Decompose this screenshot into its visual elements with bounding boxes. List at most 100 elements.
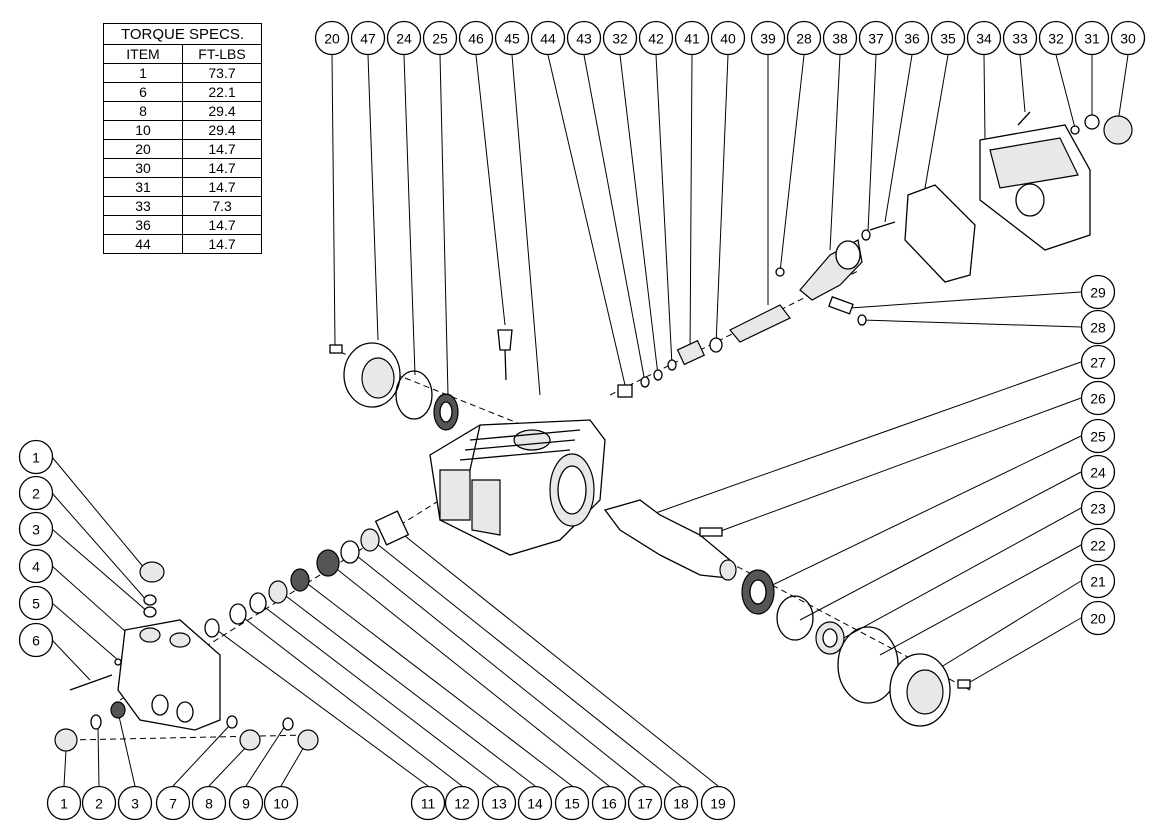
callout-label: 3 — [131, 796, 139, 812]
callout-label: 46 — [468, 31, 484, 47]
callout-label: 32 — [612, 31, 628, 47]
callout-right-21: 21 — [1080, 563, 1116, 599]
callout-top-44: 44 — [530, 20, 566, 56]
callout-circle — [481, 785, 517, 821]
callout-circle — [530, 20, 566, 56]
callout-circle — [1080, 527, 1116, 563]
pump-parts — [54, 111, 1133, 752]
callout-circle — [1080, 380, 1116, 416]
callout-circle — [966, 20, 1002, 56]
callout-circle — [386, 20, 422, 56]
callout-right-28: 28 — [1080, 309, 1116, 345]
callout-top-24: 24 — [386, 20, 422, 56]
callout-circle — [191, 785, 227, 821]
callout-circle — [1110, 20, 1146, 56]
callout-top-47: 47 — [350, 20, 386, 56]
callout-label: 41 — [684, 31, 700, 47]
callout-right-25: 25 — [1080, 418, 1116, 454]
callout-bottom-14: 14 — [517, 785, 553, 821]
callout-bottom-1: 1 — [46, 785, 82, 821]
callout-label: 37 — [868, 31, 884, 47]
callout-circle — [627, 785, 663, 821]
callout-label: 26 — [1090, 391, 1106, 407]
callout-left-5: 5 — [18, 585, 54, 621]
callout-left-6: 6 — [18, 622, 54, 658]
callout-circle — [602, 20, 638, 56]
callout-top-45: 45 — [494, 20, 530, 56]
callout-right-29: 29 — [1080, 274, 1116, 310]
callout-label: 45 — [504, 31, 520, 47]
callout-label: 2 — [32, 486, 40, 502]
callout-circle — [18, 548, 54, 584]
callout-label: 9 — [242, 796, 250, 812]
callout-circle — [1080, 309, 1116, 345]
callout-circle — [1080, 274, 1116, 310]
callout-circle — [1080, 600, 1116, 636]
callout-label: 47 — [360, 31, 376, 47]
callout-label: 34 — [976, 31, 992, 47]
callout-circle — [117, 785, 153, 821]
callout-circle — [591, 785, 627, 821]
callout-bottom-19: 19 — [700, 785, 736, 821]
callout-label: 40 — [720, 31, 736, 47]
callout-top-32: 32 — [1038, 20, 1074, 56]
callout-circle — [444, 785, 480, 821]
callout-label: 19 — [710, 796, 726, 812]
callout-left-1: 1 — [18, 439, 54, 475]
callout-circle — [858, 20, 894, 56]
callout-label: 22 — [1090, 538, 1106, 554]
callout-circle — [663, 785, 699, 821]
callout-circle — [1038, 20, 1074, 56]
callout-top-38: 38 — [822, 20, 858, 56]
callout-circle — [81, 785, 117, 821]
callout-left-4: 4 — [18, 548, 54, 584]
callout-label: 28 — [1090, 320, 1106, 336]
callout-circle — [554, 785, 590, 821]
callout-label: 30 — [1120, 31, 1136, 47]
callout-top-36: 36 — [894, 20, 930, 56]
callout-label: 1 — [32, 450, 40, 466]
callout-bottom-10: 10 — [263, 785, 299, 821]
callout-bottom-2: 2 — [81, 785, 117, 821]
callout-top-28: 28 — [786, 20, 822, 56]
callout-label: 21 — [1090, 574, 1106, 590]
callout-label: 16 — [601, 796, 617, 812]
callout-label: 20 — [324, 31, 340, 47]
torque-item: 44 — [103, 234, 183, 254]
torque-value: 14.7 — [182, 139, 262, 159]
callout-bottom-17: 17 — [627, 785, 663, 821]
callout-label: 33 — [1012, 31, 1028, 47]
torque-value: 14.7 — [182, 234, 262, 254]
torque-value: 29.4 — [182, 101, 262, 121]
callout-bottom-3: 3 — [117, 785, 153, 821]
torque-item: 36 — [103, 215, 183, 235]
callout-top-42: 42 — [638, 20, 674, 56]
callout-circle — [18, 622, 54, 658]
callout-bottom-12: 12 — [444, 785, 480, 821]
callout-label: 24 — [396, 31, 412, 47]
callout-circle — [314, 20, 350, 56]
callout-label: 36 — [904, 31, 920, 47]
callout-label: 5 — [32, 596, 40, 612]
callout-bottom-9: 9 — [228, 785, 264, 821]
callout-top-46: 46 — [458, 20, 494, 56]
callout-circle — [350, 20, 386, 56]
callout-label: 20 — [1090, 611, 1106, 627]
callout-circle — [155, 785, 191, 821]
callout-label: 28 — [796, 31, 812, 47]
callout-label: 35 — [940, 31, 956, 47]
callout-circle — [1080, 344, 1116, 380]
callout-label: 14 — [527, 796, 543, 812]
callout-circle — [458, 20, 494, 56]
callout-circle — [422, 20, 458, 56]
callout-label: 2 — [95, 796, 103, 812]
callout-label: 31 — [1084, 31, 1100, 47]
callout-circle — [638, 20, 674, 56]
callout-circle — [494, 20, 530, 56]
